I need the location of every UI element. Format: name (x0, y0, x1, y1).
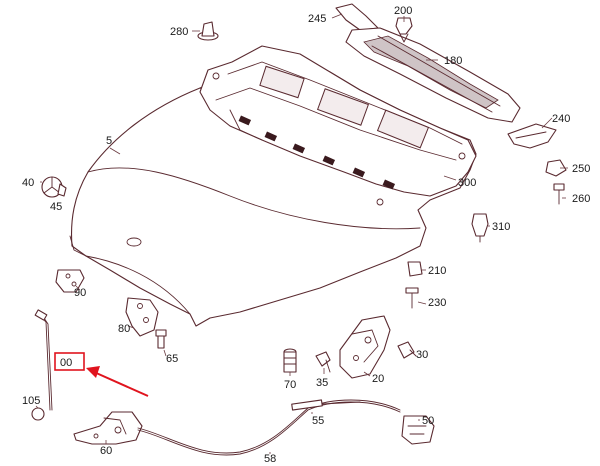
highlight-box (54, 352, 85, 371)
rubber-stop-105 (31, 407, 45, 421)
callout-200: 200 (394, 5, 412, 17)
emblem-mount-45 (57, 183, 67, 197)
callout-60: 60 (100, 445, 112, 457)
clip-280 (197, 21, 219, 41)
callout-300: 300 (458, 177, 476, 189)
callout-35: 35 (316, 377, 328, 389)
clip-200 (395, 17, 413, 43)
release-handle-50 (401, 415, 435, 445)
callout-80: 80 (118, 323, 130, 335)
callout-230: 230 (428, 297, 446, 309)
callout-5: 5 (106, 135, 112, 147)
bracket-80 (125, 297, 159, 337)
highlight-annotation (54, 352, 149, 397)
callout-240: 240 (552, 113, 570, 125)
callout-180: 180 (444, 55, 462, 67)
callout-20: 20 (372, 373, 384, 385)
hood-latch-60 (73, 411, 143, 445)
bolt-65 (155, 329, 167, 349)
highlight-arrow-head (86, 366, 100, 378)
callout-45: 45 (50, 201, 62, 213)
bolt-30 (397, 341, 417, 359)
push-pin-310 (471, 213, 489, 243)
callout-105: 105 (22, 395, 40, 407)
hood-prop-rod (34, 309, 53, 411)
bolt-35 (315, 351, 331, 373)
callout-70: 70 (284, 379, 296, 391)
callout-260: 260 (572, 193, 590, 205)
highlight-arrow (93, 371, 149, 397)
screw-230 (405, 287, 419, 309)
callout-90: 90 (74, 287, 86, 299)
grille-180 (345, 27, 521, 123)
hood-lock-20 (339, 315, 391, 379)
grille-strip-245 (335, 3, 379, 31)
hood-inner-frame (199, 45, 477, 206)
callout-55: 55 (312, 415, 324, 427)
callout-58: 58 (264, 453, 276, 465)
clip-210 (407, 261, 423, 277)
release-cable-58 (137, 399, 401, 456)
callout-250: 250 (572, 163, 590, 175)
callout-245: 245 (308, 13, 326, 25)
callout-210: 210 (428, 265, 446, 277)
callout-50: 50 (422, 415, 434, 427)
screw-260 (553, 183, 565, 205)
cable-sleeve-55 (291, 399, 361, 411)
callout-labels: 280 245 200 180 5 240 250 260 40 45 300 … (22, 5, 590, 465)
callout-00: 00 (60, 357, 72, 369)
callout-65: 65 (166, 353, 178, 365)
callout-30: 30 (416, 349, 428, 361)
rubber-buffer-70 (283, 348, 297, 373)
callout-310: 310 (492, 221, 510, 233)
clip-250 (545, 159, 567, 177)
trim-240 (507, 123, 557, 149)
callout-40: 40 (22, 177, 34, 189)
leader-lines (35, 13, 568, 454)
callout-280: 280 (170, 26, 188, 38)
